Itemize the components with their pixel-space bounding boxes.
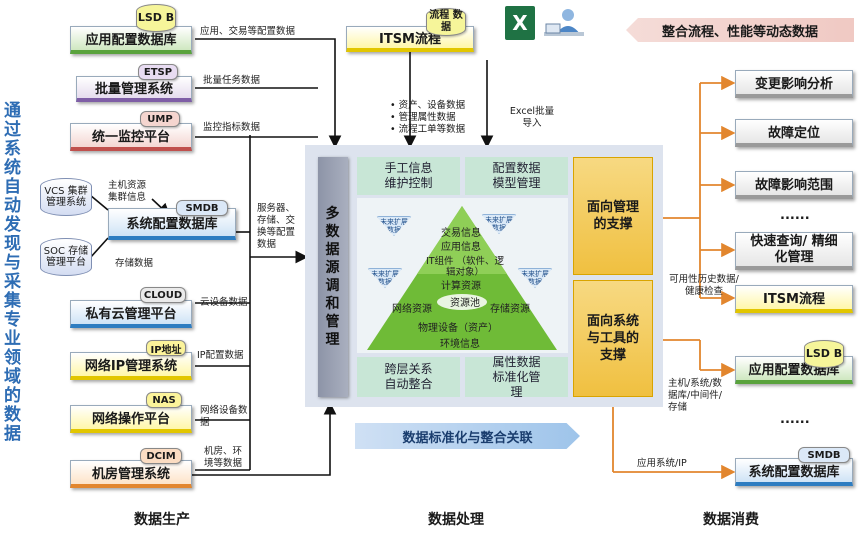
flow-label-app: 应用、交易等配置数据 xyxy=(200,26,296,37)
support-management: 面向管理的支撑 xyxy=(573,157,653,275)
producer-batch-mgmt[interactable]: 批量管理系统 xyxy=(76,76,192,102)
center-title-text: 多数据源调和管理 xyxy=(325,206,340,348)
flow-label-storage: 存储数据 xyxy=(115,258,154,269)
consumer-change-impact[interactable]: 变更影响分析 xyxy=(735,70,853,98)
consumer-itsm[interactable]: ITSM流程 xyxy=(735,285,853,313)
producer-network-ops[interactable]: 网络操作平台 xyxy=(70,405,192,433)
flow-label-host: 主机资源 集群信息 xyxy=(108,180,147,203)
pyr-pool: 资源池 xyxy=(450,298,480,309)
flow-label-batch: 批量任务数据 xyxy=(203,75,261,86)
tag-ip: IP地址 xyxy=(146,340,186,356)
itsm-flow-top[interactable]: ITSM流程 xyxy=(346,26,474,52)
tag-dcim: DCIM xyxy=(140,448,182,464)
producer-label: 统一监控平台 xyxy=(91,130,170,145)
support-tools: 面向系统与工具的支撑 xyxy=(573,280,653,397)
consumer-label: 故障影响范围 xyxy=(754,178,833,193)
tag-etsp: ETSP xyxy=(138,64,178,80)
producer-label: 私有云管理平台 xyxy=(85,307,177,322)
flow-label-cloud: 云设备数据 xyxy=(200,297,248,308)
cylinder-vcs: VCS 集群管理系统 xyxy=(40,178,92,216)
list-item: • 管理属性数据 xyxy=(390,112,456,123)
tag-cloud: CLOUD xyxy=(140,287,186,303)
center-title: 多数据源调和管理 xyxy=(318,157,348,397)
cell-attr-normalize: 属性数据 标准化管理 xyxy=(465,355,568,399)
flow-label-ip: IP配置数据 xyxy=(197,350,244,361)
excel-import-label: Excel批量 导入 xyxy=(509,106,555,129)
tag-smdb-consumer: SMDB xyxy=(798,447,850,463)
section-processing: 数据处理 xyxy=(428,512,484,528)
ellipsis-1: ...... xyxy=(780,208,810,223)
resource-pyramid xyxy=(367,206,557,350)
pyr-it-component: IT组件 （软件、逻辑对象） xyxy=(425,256,505,278)
consumer-label: 快速查询/ 精细化管理 xyxy=(750,233,838,265)
cylinder-soc: SOC 存储管理平台 xyxy=(40,238,92,276)
pyr-transaction: 交易信息 xyxy=(441,228,481,239)
list-item: • 流程工单等数据 xyxy=(390,124,466,135)
pyr-compute: 计算资源 xyxy=(441,281,481,292)
producer-label: 网络操作平台 xyxy=(91,412,170,427)
flow-label-history: 可用性历史数据/健康检查 xyxy=(669,274,739,297)
section-consumption: 数据消费 xyxy=(703,512,759,528)
flow-label-network: 网络设备数据 xyxy=(200,405,248,428)
itsm-data-list: • 资产、设备数据 • 管理属性数据 • 流程工单等数据 xyxy=(390,100,465,136)
section-production: 数据生产 xyxy=(134,512,190,528)
producer-label: 网络IP管理系统 xyxy=(84,359,178,374)
tag-nas: NAS xyxy=(146,392,182,408)
consumer-label: 系统配置数据库 xyxy=(748,465,840,480)
producer-private-cloud[interactable]: 私有云管理平台 xyxy=(70,300,192,328)
producer-datacenter[interactable]: 机房管理系统 xyxy=(70,460,192,488)
consumer-quick-query[interactable]: 快速查询/ 精细化管理 xyxy=(735,232,853,270)
flow-label-monitor: 监控指标数据 xyxy=(203,122,261,133)
flow-label-dcim: 机房、环境等数据 xyxy=(204,446,243,469)
producer-app-config-db[interactable]: 应用配置数据库 xyxy=(70,26,192,54)
pyr-application: 应用信息 xyxy=(441,242,481,253)
producer-label: 系统配置数据库 xyxy=(126,217,218,232)
producer-network-ip[interactable]: 网络IP管理系统 xyxy=(70,352,192,380)
vertical-title: 通过系统自动发现与采集专业领域的数据 xyxy=(4,101,21,444)
dynamic-data-banner: 整合流程、性能等动态数据 xyxy=(626,18,854,42)
flow-label-app-consumer: 应用系统/IP xyxy=(637,458,687,469)
pyr-storage: 存储资源 xyxy=(490,304,530,315)
pyr-physical: 物理设备（资产） xyxy=(418,323,498,334)
pyr-network: 网络资源 xyxy=(392,304,432,315)
producer-label: 应用配置数据库 xyxy=(85,33,177,48)
cell-manual-info: 手工信息 维护控制 xyxy=(357,157,460,195)
cell-cross-layer: 跨层关系 自动整合 xyxy=(357,357,460,397)
ellipsis-2: ...... xyxy=(780,412,810,427)
producer-monitor[interactable]: 统一监控平台 xyxy=(70,123,192,151)
tag-ump: UMP xyxy=(140,111,180,127)
flow-label-host-consumer: 主机/系统/数据库/中间件/存储 xyxy=(668,378,722,413)
cell-config-model: 配置数据 模型管理 xyxy=(465,157,568,195)
pyr-environment: 环境信息 xyxy=(440,339,480,350)
flow-label-server: 服务器、存储、交换等配置数据 xyxy=(257,203,296,250)
cylinder-tag-lsdb-consumer: LSD B xyxy=(804,340,844,368)
producer-label: 批量管理系统 xyxy=(94,82,173,97)
consumer-fault-scope[interactable]: 故障影响范围 xyxy=(735,171,853,199)
producer-label: 机房管理系统 xyxy=(91,467,170,482)
tag-smdb: SMDB xyxy=(176,200,228,216)
consumer-label: 故障定位 xyxy=(767,126,820,141)
consumer-label: 变更影响分析 xyxy=(754,77,833,92)
consumer-label: ITSM流程 xyxy=(762,292,825,307)
tag-flow-data: 流程 数据 xyxy=(426,8,466,36)
cylinder-tag-lsdb: LSD B xyxy=(136,4,176,32)
excel-icon: X xyxy=(505,6,535,40)
normalize-banner: 数据标准化与整合关联 xyxy=(355,423,580,449)
itsm-label: ITSM流程 xyxy=(378,32,441,47)
consumer-fault-location[interactable]: 故障定位 xyxy=(735,119,853,147)
user-at-desk-icon xyxy=(540,6,586,46)
list-item: • 资产、设备数据 xyxy=(390,100,466,111)
